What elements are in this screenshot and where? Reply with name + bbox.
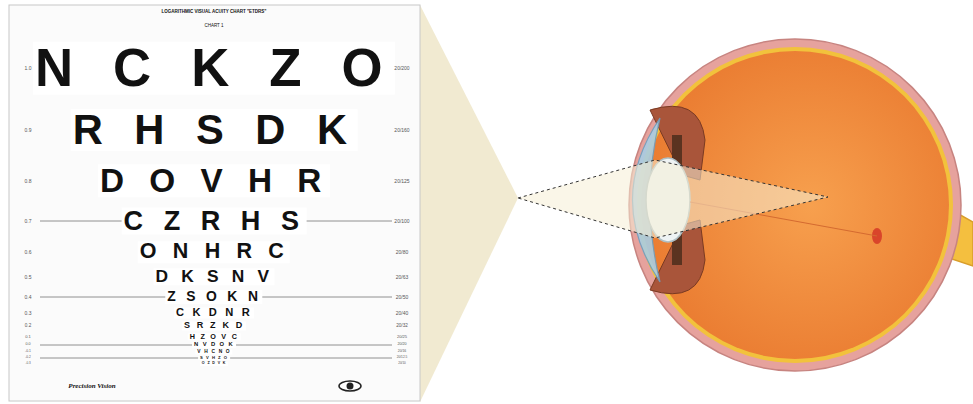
letter-row: V H C N O bbox=[195, 350, 232, 355]
snellen-value: 20/63 bbox=[396, 275, 409, 280]
letter-row: R H S D K bbox=[71, 109, 358, 151]
snellen-value: 20/10 bbox=[398, 362, 406, 365]
snellen-value: 20/20 bbox=[397, 343, 406, 347]
letter-row: D K S N V bbox=[154, 268, 275, 285]
view-wedge bbox=[420, 5, 518, 402]
light-path bbox=[518, 160, 828, 238]
logmar-value: 0.8 bbox=[25, 179, 32, 184]
snellen-value: 20/32 bbox=[396, 324, 408, 329]
snellen-value: 20/12.5 bbox=[397, 356, 408, 359]
logmar-value: 0.5 bbox=[25, 275, 32, 280]
letter-row: D O V H R bbox=[98, 164, 330, 197]
letter-row: N V D O K bbox=[192, 342, 236, 348]
row-lines bbox=[40, 221, 392, 358]
snellen-value: 20/200 bbox=[394, 66, 409, 71]
letter-row: C K D N R bbox=[174, 307, 254, 318]
light-fill bbox=[518, 160, 828, 238]
snellen-value: 20/16 bbox=[398, 350, 407, 353]
logmar-value: -0.2 bbox=[25, 356, 31, 359]
logmar-value: 0.2 bbox=[25, 324, 31, 329]
snellen-value: 20/40 bbox=[396, 311, 409, 316]
logmar-value: -0.1 bbox=[25, 350, 31, 353]
logo-eye bbox=[339, 381, 361, 391]
logmar-value: 0.1 bbox=[25, 335, 31, 339]
logmar-value: 0.9 bbox=[25, 128, 32, 133]
letter-row: O Z D V K bbox=[200, 362, 228, 366]
maker-name: Precision Vision bbox=[68, 383, 115, 390]
letter-row: N C K Z O bbox=[33, 42, 395, 95]
logmar-value: 0.3 bbox=[25, 311, 32, 316]
snellen-value: 20/80 bbox=[396, 250, 409, 255]
chart-panel bbox=[9, 5, 420, 401]
snellen-value: 20/160 bbox=[394, 128, 409, 133]
logmar-value: 0.7 bbox=[25, 219, 32, 224]
letter-row: H Z O V C bbox=[188, 333, 241, 340]
logmar-value: 1.0 bbox=[25, 66, 32, 71]
letter-row: S V H Z O bbox=[198, 356, 230, 360]
logmar-value: 0.0 bbox=[25, 343, 30, 347]
logmar-value: 0.4 bbox=[25, 295, 32, 300]
snellen-value: 20/50 bbox=[396, 295, 409, 300]
snellen-value: 20/100 bbox=[394, 219, 409, 224]
letter-row: Z S O K N bbox=[165, 290, 262, 304]
snellen-value: 20/25 bbox=[397, 335, 407, 339]
chart-heading: LOGARITHMIC VISUAL ACUITY CHART "ETDRS" bbox=[162, 10, 267, 15]
chart-number: CHART 1 bbox=[204, 24, 223, 29]
letter-row: O N H R C bbox=[138, 241, 290, 263]
letter-row: C Z R H S bbox=[122, 207, 307, 234]
letter-row: S R Z K D bbox=[182, 321, 246, 330]
logmar-value: 0.6 bbox=[25, 250, 32, 255]
logmar-value: -0.3 bbox=[25, 362, 30, 365]
snellen-value: 20/125 bbox=[394, 179, 409, 184]
